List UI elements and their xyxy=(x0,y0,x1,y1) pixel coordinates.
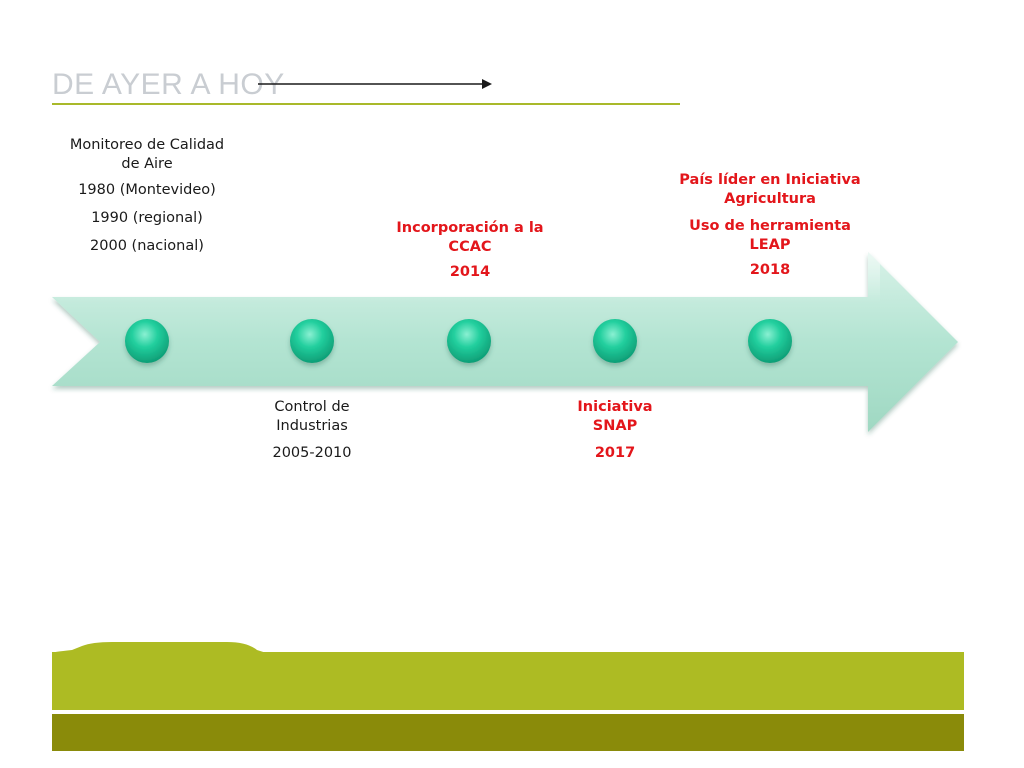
milestone-snap: Iniciativa SNAP 2017 xyxy=(545,398,685,463)
milestone-date: 1990 (regional) xyxy=(91,210,203,226)
milestone-line: Agricultura xyxy=(724,191,816,207)
title-underline xyxy=(52,103,680,105)
milestone-line: Control de xyxy=(274,399,350,415)
timeline-node xyxy=(447,319,491,363)
milestone-date: 1980 (Montevideo) xyxy=(78,182,216,198)
timeline-node xyxy=(125,319,169,363)
milestone-agriculture-leap: País líder en Iniciativa Agricultura Uso… xyxy=(660,171,880,280)
title-arrow-icon xyxy=(258,79,492,89)
milestone-line: Monitoreo de Calidad xyxy=(69,137,225,153)
milestone-date: 2017 xyxy=(594,445,636,461)
milestone-line: Industrias xyxy=(276,418,348,434)
milestone-date: 2005-2010 xyxy=(272,445,352,461)
milestone-line: Incorporación a la xyxy=(396,220,544,236)
timeline-node xyxy=(748,319,792,363)
slide-title: DE AYER A HOY xyxy=(52,68,285,101)
milestone-line: Uso de herramienta xyxy=(689,218,851,234)
milestone-line: de Aire xyxy=(121,156,173,172)
timeline-nodes xyxy=(125,319,792,363)
milestone-air-quality: Monitoreo de Calidad de Aire 1980 (Monte… xyxy=(47,136,247,256)
milestone-date: 2018 xyxy=(749,262,791,278)
milestone-industries: Control de Industrias 2005-2010 xyxy=(222,398,402,463)
milestone-line: País líder en Iniciativa xyxy=(679,172,861,188)
footer-band-olive xyxy=(52,714,964,751)
timeline-node xyxy=(290,319,334,363)
milestone-line: LEAP xyxy=(749,237,791,253)
milestone-ccac: Incorporación a la CCAC 2014 xyxy=(380,219,560,282)
milestone-line: SNAP xyxy=(592,418,638,434)
footer-band-green xyxy=(52,652,964,710)
milestone-date: 2014 xyxy=(449,264,491,280)
milestone-line: Iniciativa xyxy=(577,399,653,415)
milestone-date: 2000 (nacional) xyxy=(90,238,204,254)
milestone-line: CCAC xyxy=(448,239,492,255)
timeline-node xyxy=(593,319,637,363)
